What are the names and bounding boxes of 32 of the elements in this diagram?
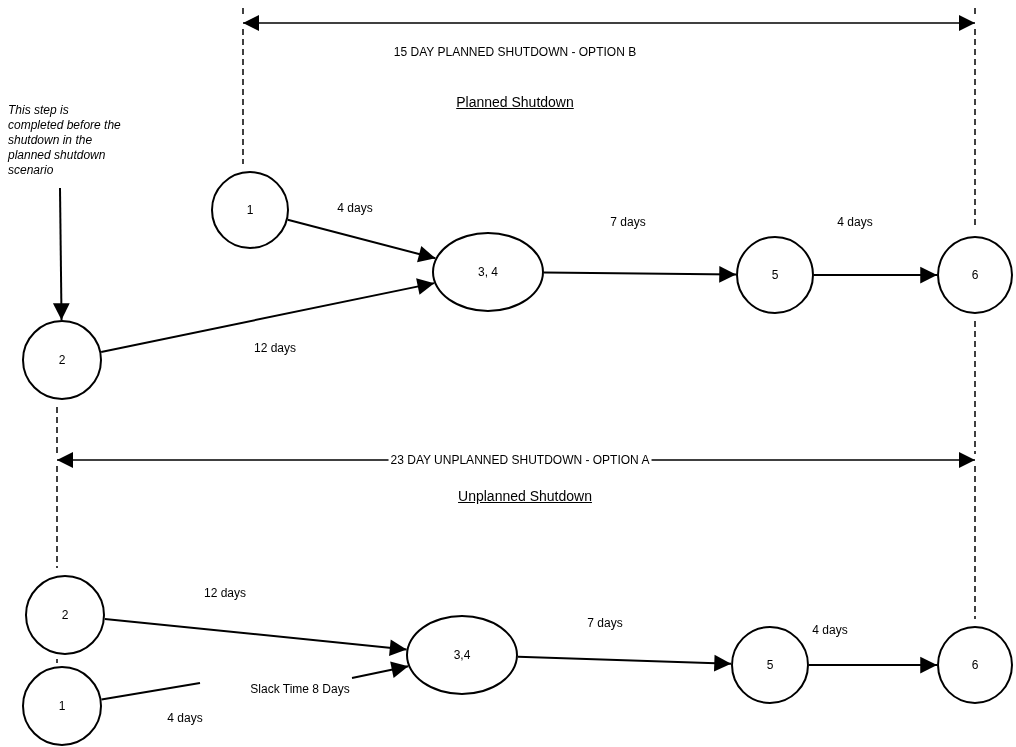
event-number: 6 [971, 658, 979, 672]
arrow [813, 266, 938, 284]
edge-label: 12 days [252, 341, 298, 355]
event-number: 2 [58, 353, 66, 367]
event-number: 5 [771, 268, 779, 282]
edge-label: 4 days [835, 215, 875, 229]
arrow [286, 218, 437, 263]
arrow [808, 656, 938, 674]
arrow [543, 266, 737, 283]
note-text: This step is completed before the shutdown in the planned shutdown scenario [8, 102, 122, 178]
edge-label: 7 days [608, 215, 648, 229]
edge-label: 4 days [165, 711, 205, 725]
dimension-label: 23 DAY UNPLANNED SHUTDOWN - OPTION A [388, 453, 652, 467]
event-number: 1 [246, 203, 254, 217]
dimension-label: 15 DAY PLANNED SHUTDOWN - OPTION B [391, 45, 639, 59]
event-number: 3, 4 [478, 265, 498, 279]
line [100, 682, 201, 701]
event-number: 5 [766, 658, 774, 672]
arrow [103, 618, 408, 657]
section-heading: Unplanned Shutdown [456, 488, 594, 504]
event-number: 6 [971, 268, 979, 282]
event-number: 3,4 [453, 648, 471, 662]
edge-label: 4 days [335, 201, 375, 215]
edge-label: 12 days [202, 586, 248, 600]
event-number: 1 [58, 699, 66, 713]
section-heading: Planned Shutdown [454, 94, 576, 110]
edge-label: 7 days [585, 616, 625, 630]
arrow [516, 654, 732, 672]
slack-time-text: Slack Time 8 Days [250, 681, 350, 697]
edge-label: 4 days [810, 623, 850, 637]
event-number: 2 [61, 608, 69, 622]
arrow [52, 187, 70, 321]
